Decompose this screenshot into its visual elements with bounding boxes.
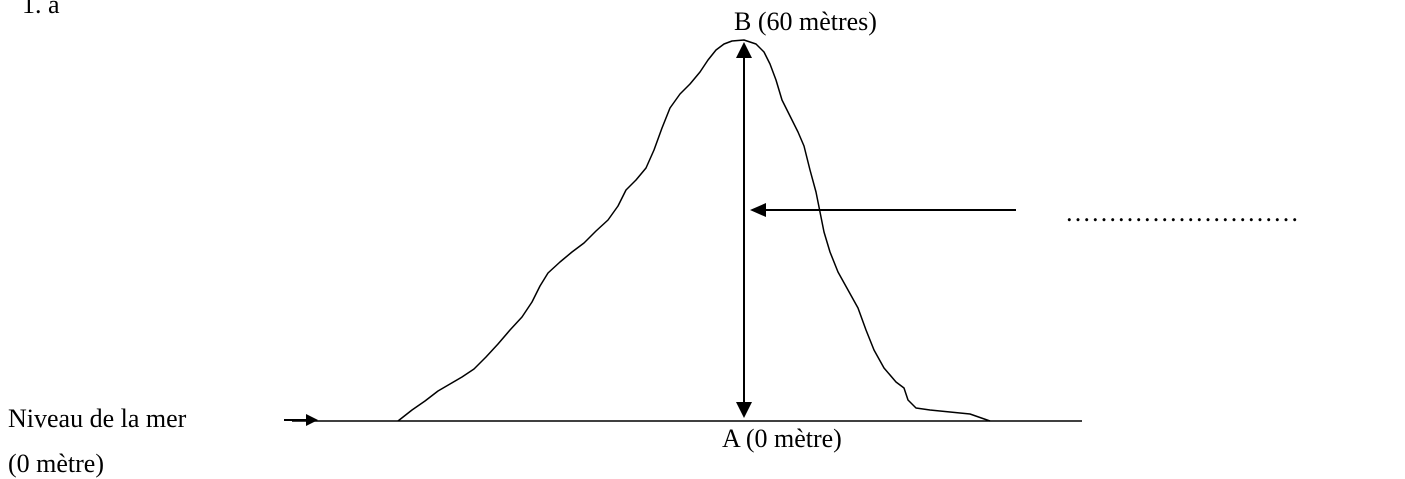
point-b-label: B (60 mètres) (734, 7, 877, 36)
point-a-label: A (0 mètre) (722, 424, 842, 453)
height-arrow-top-head (736, 42, 752, 58)
sea-level-label: Niveau de la mer (8, 404, 187, 433)
answer-blank[interactable]: ……………………… (1065, 198, 1299, 227)
sea-level-arrow-head (306, 414, 318, 426)
hill-outline (397, 39, 991, 422)
pointer-arrow-head (750, 203, 766, 217)
sea-level-unit: (0 mètre) (8, 449, 105, 478)
height-arrow-bottom-head (736, 402, 752, 418)
question-number: 1. a (22, 0, 60, 19)
